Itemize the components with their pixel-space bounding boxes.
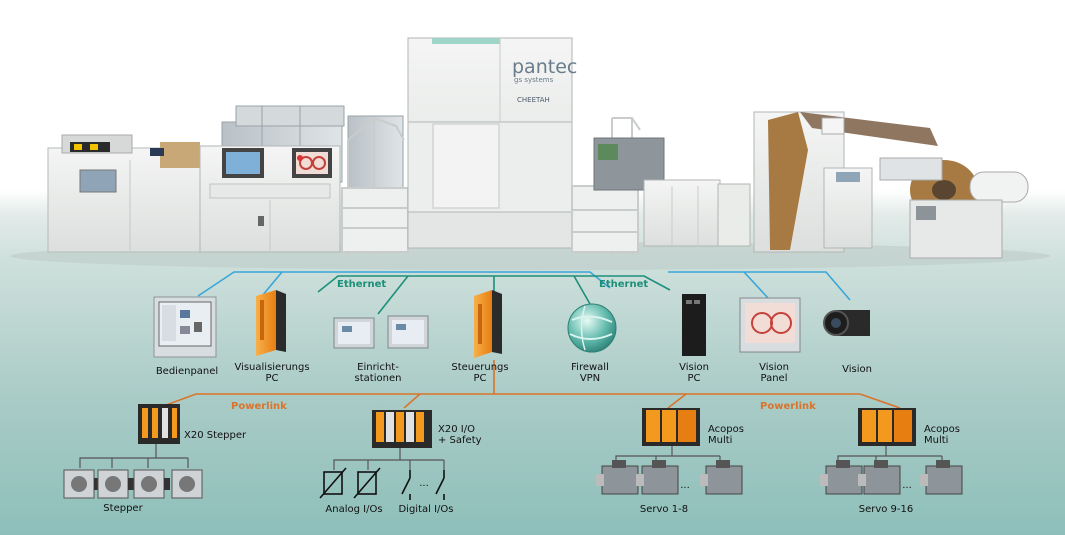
field-wiring	[79, 444, 943, 470]
label-vision-panel: Vision Panel	[759, 362, 789, 384]
stepper-motor	[63, 469, 100, 499]
stepper-motor	[97, 469, 134, 499]
label-analog-ios: Analog I/Os	[325, 504, 383, 515]
powerlink-label-right: Powerlink	[760, 401, 816, 412]
printing-machine	[10, 37, 1050, 270]
label-steuerungs-pc: Steuerungs PC	[451, 362, 509, 384]
steuerungs-pc-device	[474, 290, 502, 358]
label-acopos-multi-left: Acopos Multi	[708, 424, 744, 446]
servo-motors-right	[820, 460, 963, 495]
ethernet-drop-vision-panel	[743, 271, 769, 299]
ethernet-label-left: Ethernet	[337, 279, 387, 290]
brand-logo: pantec	[512, 56, 578, 78]
stepper-motors	[63, 469, 203, 499]
einrichtstationen-device	[333, 315, 429, 349]
ethernet-bus-blue-right	[668, 271, 851, 301]
ethernet-bus-blue-left	[197, 271, 611, 297]
acopos-multi-left-device	[642, 408, 700, 446]
servo-motor	[920, 460, 963, 495]
servo-motor	[820, 460, 863, 495]
stairs-left	[341, 116, 409, 255]
servo-motor	[596, 460, 639, 495]
label-servo-1-8: Servo 1-8	[639, 504, 689, 515]
label-x20-stepper: X20 Stepper	[184, 430, 247, 441]
powerlink-network	[157, 360, 901, 409]
ellipsis-servo-right: ...	[902, 480, 912, 491]
firewall-vpn-device	[567, 303, 617, 353]
label-einrichtstationen: Einricht- stationen	[354, 362, 402, 384]
vision-camera-device	[823, 310, 870, 336]
stepper-motor	[171, 469, 203, 499]
analog-io-symbols	[319, 467, 381, 499]
ethernet-network	[197, 271, 851, 315]
powerlink-label-left: Powerlink	[231, 401, 287, 412]
stairs-right	[571, 117, 641, 255]
label-servo-9-16: Servo 9-16	[858, 504, 914, 515]
unwinder-unit	[47, 134, 209, 253]
vision-pc-device	[682, 294, 706, 356]
bedienpanel-device	[153, 296, 217, 358]
rewinder-unit	[753, 111, 1029, 259]
label-x20-io: X20 I/O + Safety	[438, 424, 482, 446]
print-tower	[407, 37, 573, 249]
ellipsis-servo-left: ...	[680, 480, 690, 491]
label-bedienpanel: Bedienpanel	[155, 366, 219, 377]
servo-motor	[858, 460, 901, 495]
label-vision: Vision	[842, 364, 872, 375]
label-stepper: Stepper	[103, 503, 143, 514]
ethernet-bus-teal	[317, 275, 671, 293]
ethernet-drop-firewall	[573, 275, 591, 305]
ethernet-drop-vis-pc	[261, 271, 283, 297]
label-firewall-vpn: Firewall VPN	[571, 362, 609, 384]
x20-io-device	[372, 410, 432, 448]
servo-motors-left	[596, 460, 743, 495]
dryer-unit	[593, 137, 751, 247]
acopos-multi-right-device	[858, 408, 916, 446]
vision-panel-device	[739, 297, 801, 353]
servo-motor	[700, 460, 743, 495]
ethernet-label-right: Ethernet	[599, 279, 649, 290]
label-acopos-multi-right: Acopos Multi	[924, 424, 960, 446]
label-visualisierungs-pc: Visualisierungs PC	[234, 362, 310, 384]
x20-stepper-device	[138, 404, 180, 444]
label-vision-pc: Vision PC	[679, 362, 709, 384]
ethernet-drop-einricht	[377, 275, 409, 315]
stepper-motor	[133, 469, 170, 499]
model-badge: CHEETAH	[517, 96, 550, 104]
visualisierungs-pc-device	[256, 290, 286, 356]
label-digital-ios: Digital I/Os	[398, 504, 454, 515]
brand-subtitle: gs systems	[514, 76, 554, 84]
operator-console	[199, 145, 341, 253]
ellipsis-io: ...	[419, 478, 429, 489]
digital-io-symbols	[401, 470, 445, 500]
servo-motor	[636, 460, 679, 495]
powerlink-bus	[157, 393, 901, 409]
